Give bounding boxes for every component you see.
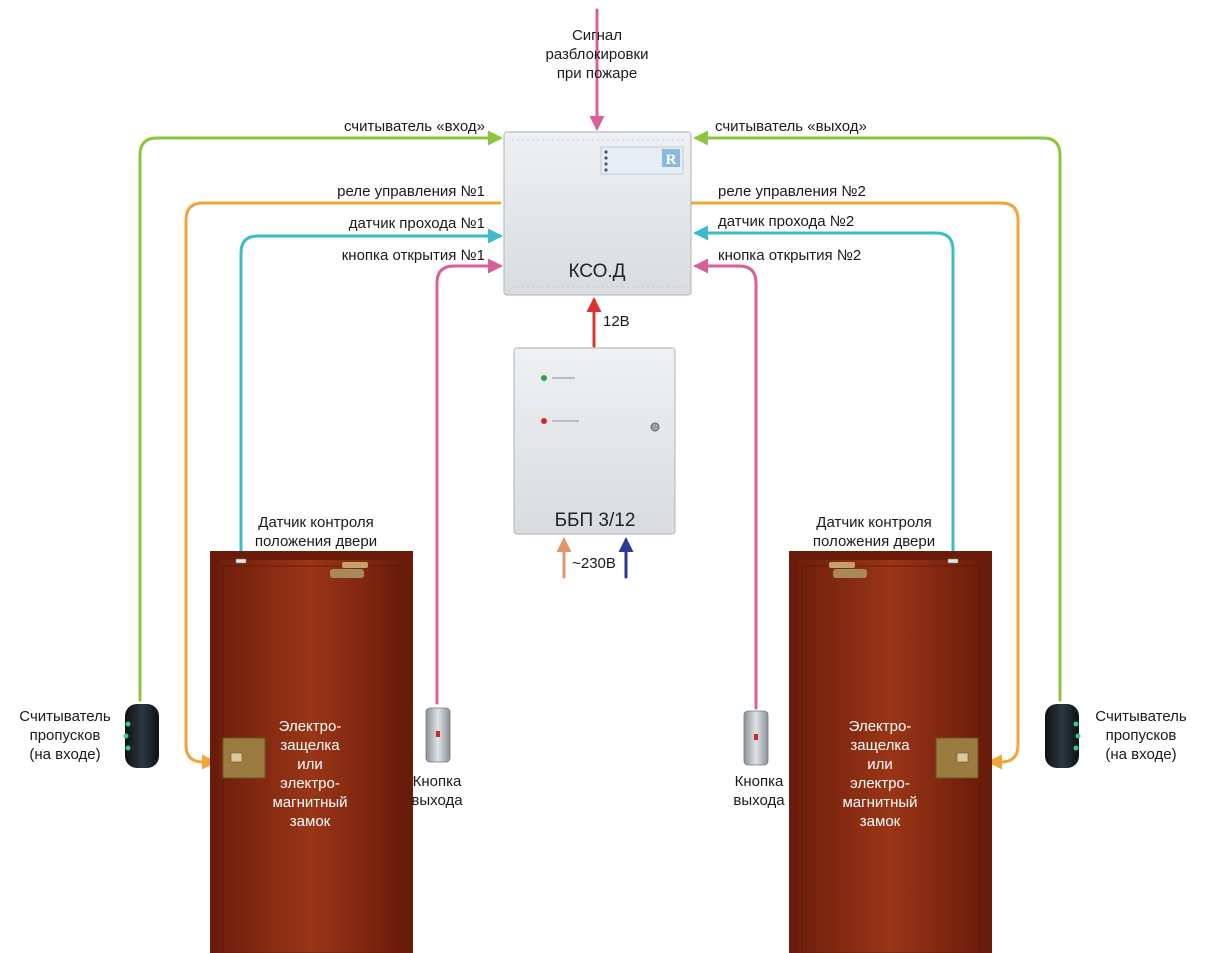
lock-keyhole-icon — [650, 422, 660, 432]
status-led-icon — [541, 418, 547, 424]
door-closer-icon-left — [330, 562, 368, 578]
door-right: Датчик контроля положения двери Электро-… — [789, 514, 992, 953]
lock-label-right-5: магнитный — [842, 794, 917, 811]
right-sensor-wire-label: датчик прохода №2 — [718, 213, 854, 230]
left-button-wire-label: кнопка открытия №1 — [342, 247, 485, 264]
left-wires: считыватель «вход» реле управления №1 да… — [138, 118, 503, 770]
reader-label-right-1: Считыватель — [1095, 708, 1187, 725]
lock-label-right-4: электро- — [850, 775, 910, 792]
lock-label-left-2: защелка — [280, 737, 340, 754]
right-reader-wire-label: считыватель «выход» — [715, 118, 867, 135]
mains-voltage-label: ~230В — [572, 555, 616, 572]
door-sensor-label-right-1: Датчик контроля — [816, 514, 931, 531]
reader-label-left-3: (на входе) — [29, 746, 100, 763]
right-relay-wire-label: реле управления №2 — [718, 183, 866, 200]
reader-label-left-2: пропусков — [30, 727, 101, 744]
exit-button-label-right-2: выхода — [733, 792, 785, 809]
door-left: Датчик контроля положения двери Электро-… — [210, 514, 413, 953]
power-supply-label: ББП 3/12 — [555, 510, 636, 531]
lock-label-left-4: электро- — [280, 775, 340, 792]
mains-input: ~230В — [556, 537, 634, 579]
lock-label-left-6: замок — [290, 813, 331, 830]
lock-label-left-1: Электро- — [279, 718, 342, 735]
lock-label-right-3: или — [867, 756, 893, 773]
lock-label-left-5: магнитный — [272, 794, 347, 811]
electric-lock-icon-left — [222, 737, 266, 779]
fire-signal: Сигнал разблокировки при пожаре — [546, 8, 649, 131]
lock-label-right-1: Электро- — [849, 718, 912, 735]
exit-button-right: Кнопка выхода — [733, 710, 785, 809]
door-sensor-icon-left — [235, 558, 247, 564]
brand-logo-icon: R — [666, 152, 677, 168]
left-reader-wire-label: считыватель «вход» — [344, 118, 485, 135]
power-12v-link: 12В — [586, 297, 630, 348]
reader-label-right-2: пропусков — [1106, 727, 1177, 744]
door-sensor-label-right-2: положения двери — [813, 533, 935, 550]
right-wires: считыватель «выход» реле управления №2 д… — [690, 118, 1062, 770]
door-sensor-label-left-1: Датчик контроля — [258, 514, 373, 531]
door-closer-icon-right — [829, 562, 867, 578]
reader-label-right-3: (на входе) — [1105, 746, 1176, 763]
electric-lock-icon-right — [935, 737, 979, 779]
lock-label-right-2: защелка — [850, 737, 910, 754]
card-reader-icon-left — [125, 704, 159, 768]
card-reader-left: Считыватель пропусков (на входе) — [19, 704, 159, 768]
exit-button-label-left-2: выхода — [411, 792, 463, 809]
left-relay-wire-label: реле управления №1 — [337, 183, 485, 200]
reader-label-left-1: Считыватель — [19, 708, 111, 725]
power-led-icon — [541, 375, 547, 381]
fire-signal-line-1: Сигнал — [572, 27, 622, 44]
exit-button-label-right-1: Кнопка — [735, 773, 784, 790]
door-sensor-label-left-2: положения двери — [255, 533, 377, 550]
right-button-wire-label: кнопка открытия №2 — [718, 247, 861, 264]
door-sensor-icon-right — [947, 558, 959, 564]
power-12v-label: 12В — [603, 313, 630, 330]
left-sensor-wire-label: датчик прохода №1 — [349, 215, 485, 232]
power-supply-bbp: ББП 3/12 — [513, 347, 676, 535]
lock-label-left-3: или — [297, 756, 323, 773]
fire-signal-line-2: разблокировки — [546, 46, 649, 63]
exit-button-label-left-1: Кнопка — [413, 773, 462, 790]
controller-indicator-panel — [600, 146, 684, 175]
controller-label: КСО.Д — [568, 261, 625, 282]
exit-button-left: Кнопка выхода — [411, 707, 463, 809]
card-reader-icon-right — [1045, 704, 1079, 768]
lock-label-right-6: замок — [860, 813, 901, 830]
card-reader-right: Считыватель пропусков (на входе) — [1045, 704, 1187, 768]
controller-kso-d: R КСО.Д — [503, 131, 692, 296]
fire-signal-line-3: при пожаре — [557, 65, 637, 82]
